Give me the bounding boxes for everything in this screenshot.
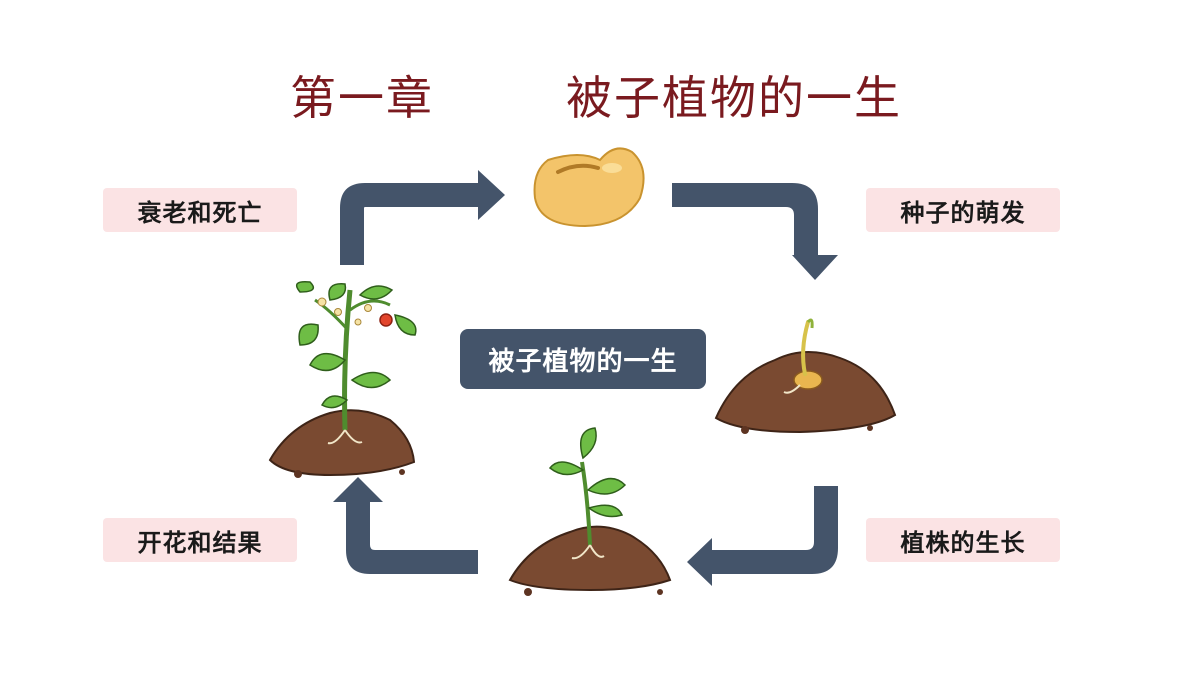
page-title: 被子植物的一生 (566, 71, 902, 125)
seed-illustration (533, 147, 645, 228)
chapter-heading: 第一章 (290, 71, 434, 125)
cycle-arrows (333, 170, 838, 586)
germination-illustration (714, 318, 897, 434)
stage-label-flowering-fruiting: 开花和结果 (103, 518, 297, 562)
arrow-to-growth (687, 486, 838, 586)
center-label: 被子植物的一生 (460, 329, 706, 389)
flowering-plant-illustration (268, 280, 417, 478)
stage-label-aging-death: 衰老和死亡 (103, 188, 297, 232)
arrow-to-flowering (333, 477, 478, 574)
arrow-to-germination (672, 183, 838, 280)
young-plant-illustration (508, 427, 672, 596)
stage-label-germination: 种子的萌发 (866, 188, 1060, 232)
stage-label-plant-growth: 植株的生长 (866, 518, 1060, 562)
arrow-to-seed (340, 170, 505, 265)
